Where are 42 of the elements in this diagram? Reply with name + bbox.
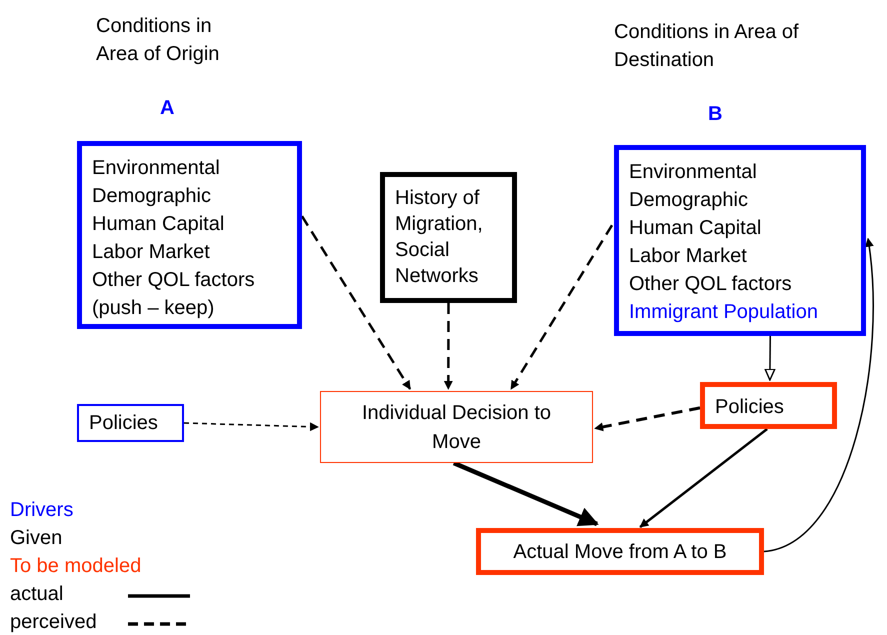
- arrow: [184, 422, 319, 432]
- box-text: Labor Market: [629, 244, 748, 269]
- legend-text: To be modeled: [10, 554, 142, 578]
- factor-box: [380, 172, 517, 303]
- box-text: Labor Market: [92, 240, 211, 265]
- area-letter: B: [708, 102, 724, 127]
- legend-text: perceived: [10, 610, 97, 634]
- arrow: [594, 406, 700, 432]
- legend-text: actual: [10, 582, 64, 606]
- arrow: [300, 216, 412, 390]
- legend-text: Drivers: [10, 498, 74, 522]
- factor-box: [614, 145, 866, 336]
- area-heading: Conditions in Area of Origin: [96, 14, 220, 67]
- factor-box: [476, 528, 764, 575]
- box-text: Environmental: [629, 160, 758, 185]
- area-heading: Conditions in Area of Destination: [614, 20, 800, 73]
- arrow: [444, 303, 453, 390]
- arrow: [764, 238, 874, 552]
- area-letter: A: [160, 96, 176, 121]
- legend-text: Given: [10, 526, 62, 550]
- box-text: Immigrant Population: [629, 300, 819, 325]
- box-text: Other QOL factors: [629, 272, 793, 297]
- box-text: (push – keep): [92, 296, 216, 321]
- factor-box: [77, 404, 184, 442]
- arrow: [510, 224, 614, 390]
- box-text: Human Capital: [629, 216, 762, 241]
- box-text: Human Capital: [92, 212, 226, 237]
- box-text: Actual Move from A to B: [512, 540, 728, 564]
- factor-box: [77, 141, 302, 329]
- box-text: Demographic: [92, 184, 212, 209]
- box-text: Policies: [715, 395, 785, 419]
- arrow: [764, 336, 776, 381]
- box-text: Individual Decision to Move: [361, 401, 552, 455]
- box-text: Environmental: [92, 156, 221, 181]
- box-text: Demographic: [629, 188, 749, 213]
- arrow: [452, 460, 599, 526]
- box-text: History of Migration, Social Networks: [395, 186, 484, 289]
- factor-box: [700, 382, 837, 429]
- arrow: [639, 428, 768, 528]
- box-text: Policies: [89, 411, 159, 435]
- factor-box: [320, 391, 593, 463]
- box-text: Other QOL factors: [92, 268, 256, 293]
